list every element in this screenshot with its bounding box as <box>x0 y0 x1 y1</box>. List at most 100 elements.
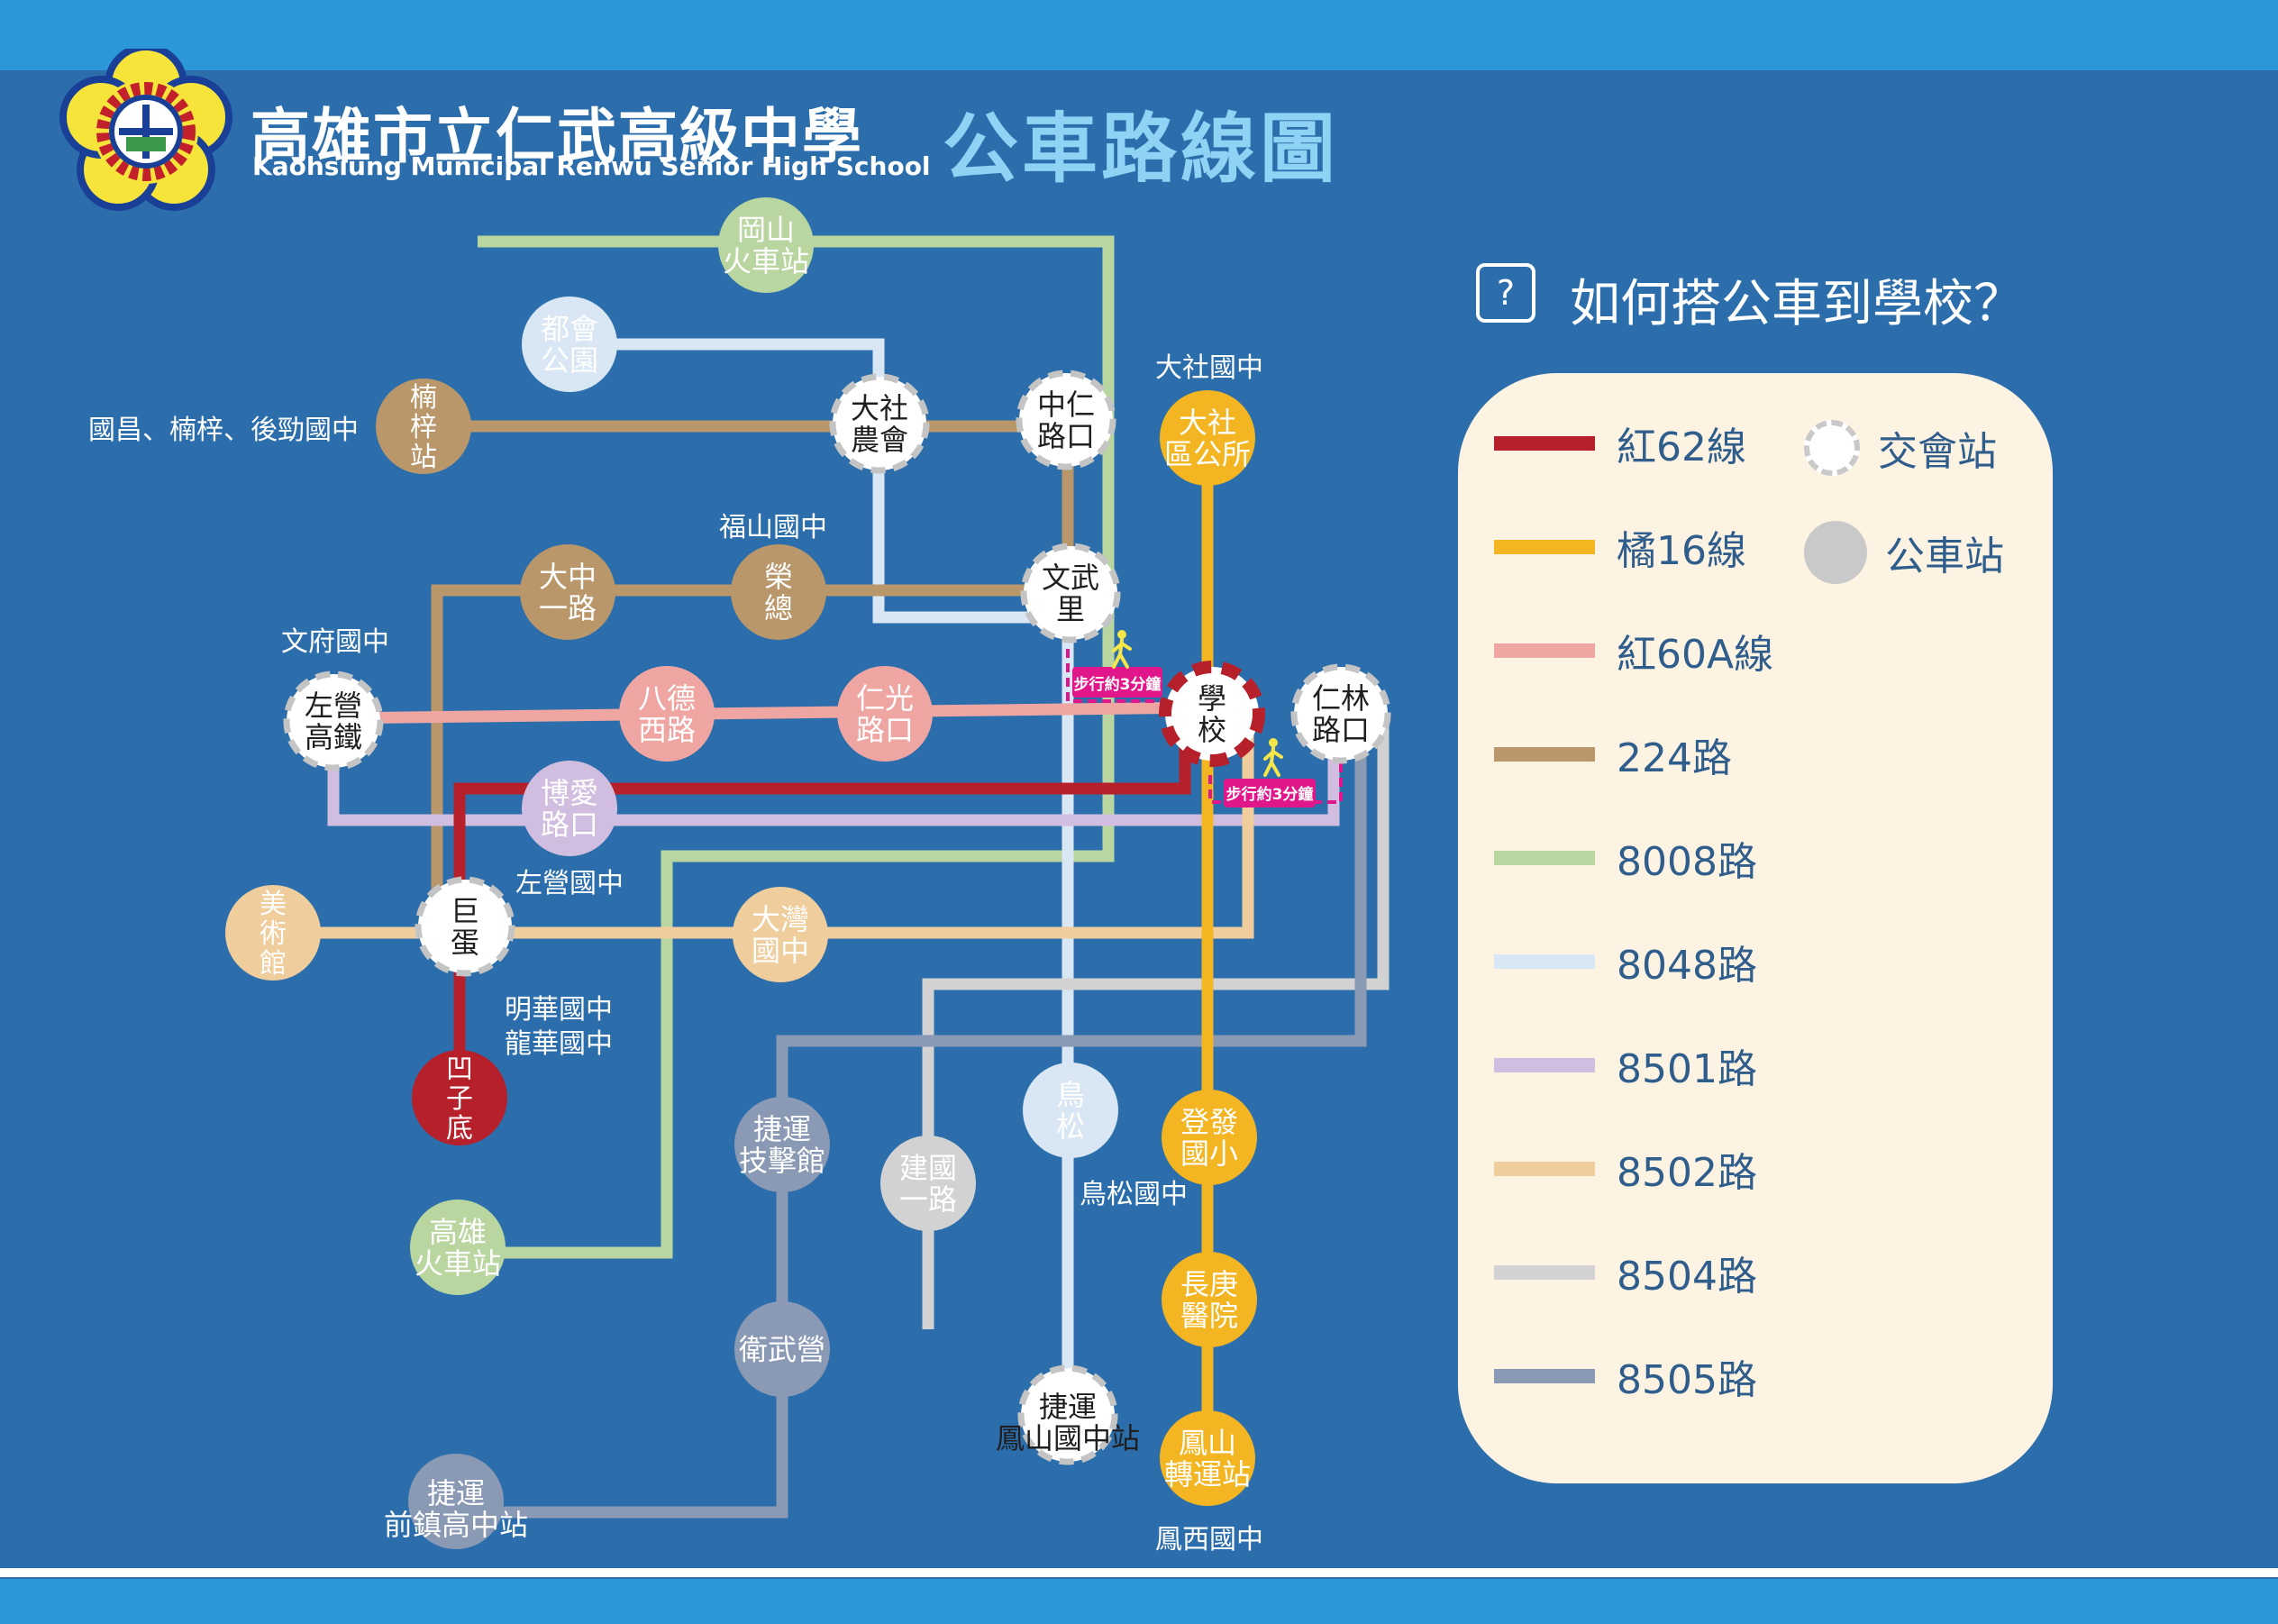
station-school: 學校 <box>1159 661 1265 767</box>
school-name-en: Kaohsiung Municipal Renwu Senior High Sc… <box>252 151 931 181</box>
station-label: 里 <box>1056 592 1085 626</box>
station-label: 建國 <box>899 1151 957 1185</box>
station-label: 大社 <box>851 391 908 425</box>
station-label: 一路 <box>899 1182 957 1217</box>
station-label: 大中 <box>539 560 597 594</box>
legend-swatch <box>1494 1369 1595 1383</box>
school-name-cn: 高雄市立仁武高級中學 <box>251 102 863 171</box>
station-label: 術 <box>260 918 287 950</box>
station-label: 衛武營 <box>739 1333 825 1367</box>
legend-label: 橘16線 <box>1617 528 1746 574</box>
station-label: 大灣 <box>752 902 809 936</box>
station-label: 校 <box>1198 713 1226 747</box>
legend-label: 8505路 <box>1617 1357 1757 1403</box>
bus-stop-marker <box>734 1097 830 1192</box>
transfer-station-marker <box>283 671 384 771</box>
station-aozidi: 凹子底 <box>412 1050 507 1145</box>
station-judan: 巨蛋 <box>415 876 515 977</box>
logo-gear-ring <box>96 82 196 181</box>
legend-label: 8048路 <box>1617 943 1757 989</box>
bus-stop-marker <box>619 666 715 762</box>
route-line-b8008 <box>460 235 1115 1259</box>
legend-item-b8501: 8501路 <box>1494 1038 1757 1092</box>
station-label: 仁林 <box>1312 681 1370 716</box>
annotation-fengxi-jh: 鳳西國中 <box>1155 1524 1263 1556</box>
station-label: 路口 <box>856 713 914 747</box>
station-label: 總 <box>764 591 793 625</box>
legend-swatch <box>1494 747 1595 762</box>
station-label: 技擊館 <box>739 1144 825 1178</box>
bus-stop-marker <box>880 1136 976 1231</box>
station-label: 高鐵 <box>305 720 362 754</box>
legend-swatch <box>1494 540 1595 554</box>
station-label: 捷運 <box>753 1112 811 1146</box>
bus-stop-marker <box>1023 1063 1118 1158</box>
legend-item-r62: 紅62線 <box>1494 416 1746 470</box>
walk-label: 步行約3分鐘 <box>1074 675 1162 694</box>
map-title: 公車路線圖 <box>943 105 1340 193</box>
legend-swatch <box>1494 1265 1595 1280</box>
legend-item-b8504: 8504路 <box>1494 1245 1757 1300</box>
transfer-station-marker <box>415 876 515 977</box>
station-label: 高雄 <box>429 1215 487 1249</box>
bus-stop-marker <box>1160 1410 1255 1506</box>
station-label: 博愛 <box>541 776 598 810</box>
station-label: 火車站 <box>723 244 809 278</box>
annotations: 國昌、楠梓、後勁國中大社國中福山國中文府國中左營國中明華國中龍華國中鳥松國中鳳西… <box>88 352 1263 1556</box>
annotation-niaosong-jh: 鳥松國中 <box>1080 1179 1188 1210</box>
legend-label: 8502路 <box>1617 1150 1757 1196</box>
walk-label-bg <box>1224 779 1316 807</box>
station-label: 鳳山 <box>1179 1426 1236 1460</box>
station-label: 學 <box>1198 681 1226 716</box>
station-label: 文武 <box>1042 561 1099 595</box>
station-label: 梓 <box>410 412 437 443</box>
transfer-station-marker <box>1016 370 1116 470</box>
legend-item-r60a: 紅60A線 <box>1494 624 1773 678</box>
station-label: 都會 <box>541 312 598 346</box>
station-label: 凹 <box>446 1054 473 1085</box>
transfer-station-marker <box>1020 543 1121 643</box>
bus-stop-marker <box>734 1301 830 1397</box>
bus-stop-marker <box>1162 1252 1257 1347</box>
legend-label: 紅62線 <box>1617 424 1746 470</box>
logo-green <box>126 137 166 151</box>
logo-bar <box>142 105 150 159</box>
transfer-station-marker <box>1290 663 1391 764</box>
walk-label: 步行約3分鐘 <box>1226 785 1314 804</box>
legend-item-b8008: 8008路 <box>1494 831 1757 885</box>
station-label: 捷運 <box>1039 1390 1097 1424</box>
station-label: 前鎮高中站 <box>384 1508 528 1542</box>
bus-stop-marker <box>731 544 826 640</box>
station-label: 左營 <box>305 689 362 723</box>
route-line-r60a <box>333 701 1213 725</box>
station-niaosong: 鳥松 <box>1023 1063 1118 1158</box>
station-label: 鳳山國中站 <box>996 1421 1140 1455</box>
legend-label: 紅60A線 <box>1617 632 1774 678</box>
station-label: 火車站 <box>415 1246 501 1281</box>
station-label: 子 <box>446 1083 473 1115</box>
walking-person-icon <box>1263 738 1283 777</box>
legend-swatch <box>1494 954 1595 969</box>
station-weiwuying: 衛武營 <box>734 1301 830 1397</box>
station-label: 大社 <box>1179 406 1236 440</box>
legend-swatch <box>1494 851 1595 865</box>
station-label: 仁光 <box>856 681 914 716</box>
bus-stop-icon <box>1804 521 1867 584</box>
legend-stop: 公車站 <box>1804 521 2004 584</box>
legend-swatch <box>1494 1058 1595 1072</box>
route-line-b8504 <box>922 721 1390 1329</box>
walk-label-bg <box>1072 667 1162 698</box>
route-line-b224 <box>424 420 1074 924</box>
annotation-minghua-jh: 明華國中 <box>505 994 613 1026</box>
station-label: 登發 <box>1180 1105 1238 1139</box>
station-label: 路口 <box>1312 713 1370 747</box>
